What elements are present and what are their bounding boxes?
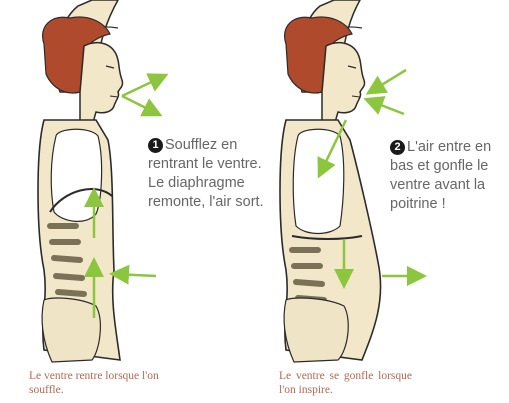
face <box>322 43 365 126</box>
face <box>80 43 123 126</box>
step-2-text: L'air entre en bas et gonfle le ventre a… <box>390 139 491 212</box>
inhale-arrow-top <box>370 70 406 92</box>
step-1-number-badge: 1 <box>148 138 163 153</box>
belly-arrow-in <box>114 274 156 276</box>
pelvis <box>42 298 100 362</box>
pelvis <box>284 298 348 362</box>
lungs <box>293 129 344 233</box>
exhale-arrow-up <box>122 76 164 96</box>
step-1-text: Soufflez en rentrant le ventre. Le diaph… <box>148 137 264 210</box>
inhale-arrow-bottom <box>368 100 404 114</box>
right-caption: Le ventre se gonfle lorsque l'on inspire… <box>279 369 412 397</box>
left-caption: Le ventre rentre lorsque l'on souffle. <box>29 369 169 397</box>
exhale-arrow-down <box>122 96 158 114</box>
step-2-number-badge: 2 <box>390 140 405 155</box>
